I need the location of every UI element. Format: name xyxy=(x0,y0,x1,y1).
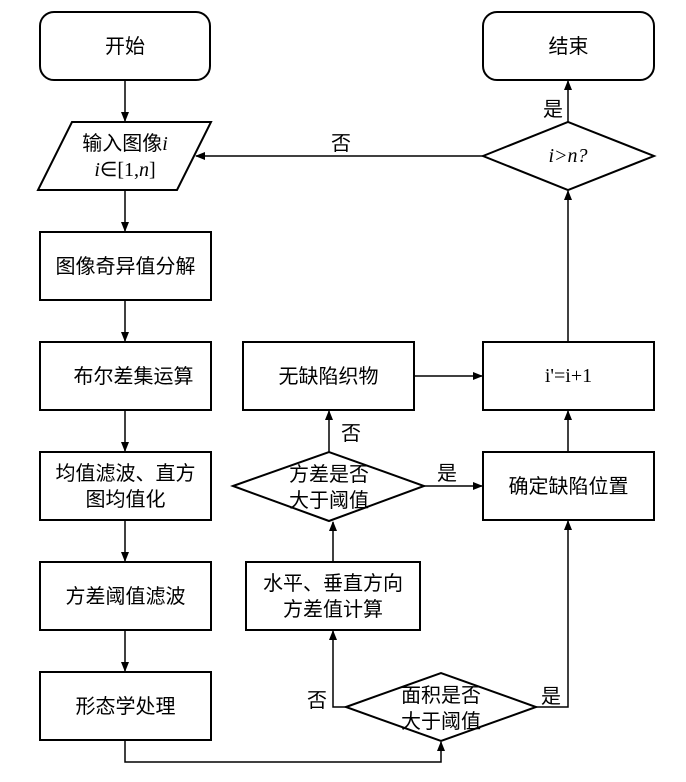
var-decision-line1: 方差是否 xyxy=(289,462,369,486)
svd-text: 图像奇异值分解 xyxy=(55,254,196,278)
filter-line2: 图均值化 xyxy=(85,487,166,511)
variance-filter-label: 方差阈值滤波 xyxy=(40,562,211,630)
loop-no-text: 否 xyxy=(331,131,351,155)
calc-line1: 水平、垂直方向 xyxy=(263,571,403,595)
svd-label: 图像奇异值分解 xyxy=(40,232,211,300)
area-yes-text: 是 xyxy=(541,684,561,708)
start-text: 开始 xyxy=(105,34,145,58)
end-text: 结束 xyxy=(548,34,589,58)
no-defect-text: 无缺陷织物 xyxy=(278,364,379,388)
increment-label: i'=i+1 xyxy=(483,342,654,410)
increment-text: i'=i+1 xyxy=(544,365,593,387)
area-no-label: 否 xyxy=(302,687,332,713)
input-line2-rest: ∈[1, xyxy=(99,158,139,181)
var-yes-label: 是 xyxy=(432,460,462,486)
loop-decision-diamond xyxy=(480,120,657,192)
loop-yes-text: 是 xyxy=(543,97,563,121)
start-label: 开始 xyxy=(40,12,210,80)
input-line1-text: 输入图像 xyxy=(82,130,163,155)
morph-label: 形态学处理 xyxy=(40,672,211,740)
input-line2-end: ] xyxy=(148,158,156,181)
edge-area-yes-locate xyxy=(536,520,572,708)
area-decision-label: 面积是否 大于阈值 xyxy=(386,680,496,736)
var-no-text: 否 xyxy=(341,421,361,445)
input-line1: 输入图像i xyxy=(82,130,168,157)
area-no-text: 否 xyxy=(307,688,327,712)
filter-label: 均值滤波、直方 图均值化 xyxy=(40,452,211,520)
no-defect-label: 无缺陷织物 xyxy=(243,342,414,410)
end-label: 结束 xyxy=(483,12,654,80)
var-no-label: 否 xyxy=(336,420,366,446)
morph-text: 形态学处理 xyxy=(75,694,176,718)
var-yes-text: 是 xyxy=(437,461,457,485)
input-line2-n: n xyxy=(138,158,149,181)
input-parallelogram xyxy=(36,121,213,191)
loop-decision-text: i>n? xyxy=(548,145,588,167)
input-line2: i∈[1,n] xyxy=(94,157,155,183)
var-decision-line2: 大于阈值 xyxy=(289,488,369,512)
edge-area-no-calc xyxy=(329,630,346,708)
area-decision-line1: 面积是否 xyxy=(401,683,481,707)
calc-label: 水平、垂直方向 方差值计算 xyxy=(246,562,420,630)
loop-decision-label: i>n? xyxy=(520,136,616,176)
edge-morph-area xyxy=(124,740,445,763)
variance-decision-label: 方差是否 大于阈值 xyxy=(274,459,384,515)
locate-text: 确定缺陷位置 xyxy=(508,474,629,498)
input-label: 输入图像i i∈[1,n] xyxy=(50,124,200,188)
input-line2-var: i xyxy=(94,158,100,181)
boolean-label: 布尔差集运算 xyxy=(48,342,219,410)
calc-line2: 方差值计算 xyxy=(283,597,383,621)
loop-yes-label: 是 xyxy=(538,96,568,122)
input-var: i xyxy=(162,132,168,155)
variance-filter-text: 方差阈值滤波 xyxy=(65,584,186,608)
area-decision-line2: 大于阈值 xyxy=(401,709,481,733)
loop-no-label: 否 xyxy=(326,130,356,156)
area-yes-label: 是 xyxy=(536,683,566,709)
boolean-text: 布尔差集运算 xyxy=(73,364,194,388)
filter-line1: 均值滤波、直方 xyxy=(55,461,196,485)
locate-label: 确定缺陷位置 xyxy=(483,452,654,520)
